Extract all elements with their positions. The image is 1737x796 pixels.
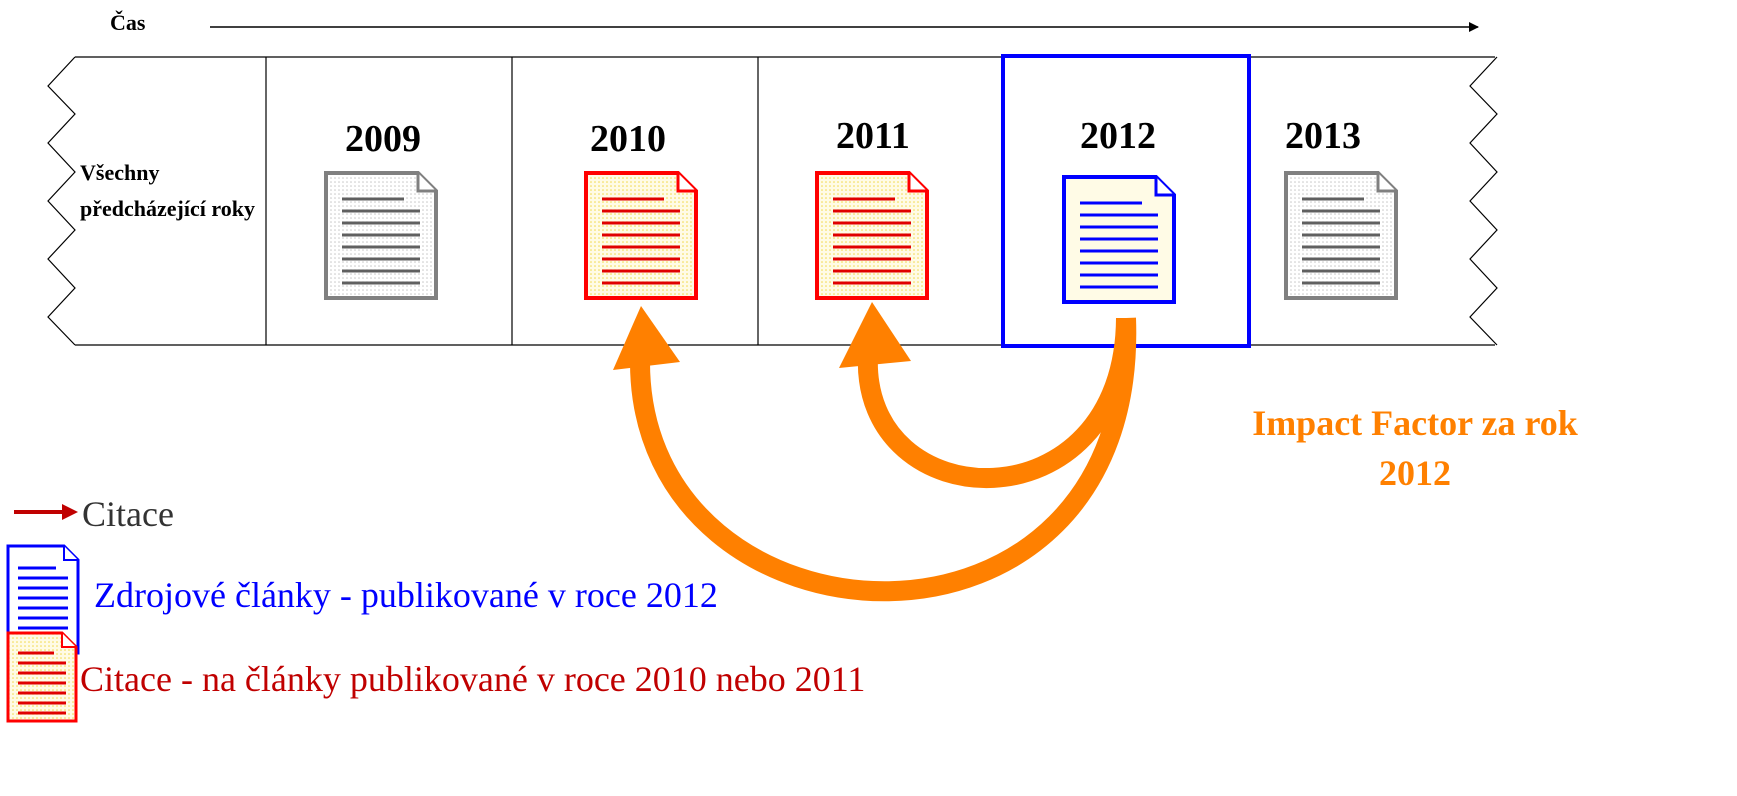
previous-years-label: Všechny předcházející roky [80,160,255,221]
impact-factor-line1: Impact Factor za rok [1252,403,1578,443]
year-label-2010: 2010 [590,118,666,160]
document-icon [1062,175,1176,304]
document-icon [1284,171,1398,300]
document-icon [6,631,78,723]
curved-arrow-icon [839,302,1136,488]
year-label-2013: 2013 [1285,115,1361,157]
document-icon [324,171,438,300]
arrow-right-icon [14,504,78,520]
curved-arrow-icon [613,306,1137,602]
impact-factor-label: Impact Factor za rok 2012 [1155,398,1675,498]
year-label-2011: 2011 [836,115,910,157]
time-axis-label: Čas [110,10,146,35]
legend-citation-label: Citace [82,494,174,534]
timeline-band [47,56,1498,346]
year-label-2012: 2012 [1080,115,1156,157]
legend-cited-label: Citace - na články publikované v roce 20… [80,659,866,699]
year-label-2009: 2009 [345,118,421,160]
legend-source-label: Zdrojové články - publikované v roce 201… [94,575,718,615]
impact-factor-line2: 2012 [1379,453,1451,493]
document-icon [584,171,698,300]
document-icon [815,171,929,300]
